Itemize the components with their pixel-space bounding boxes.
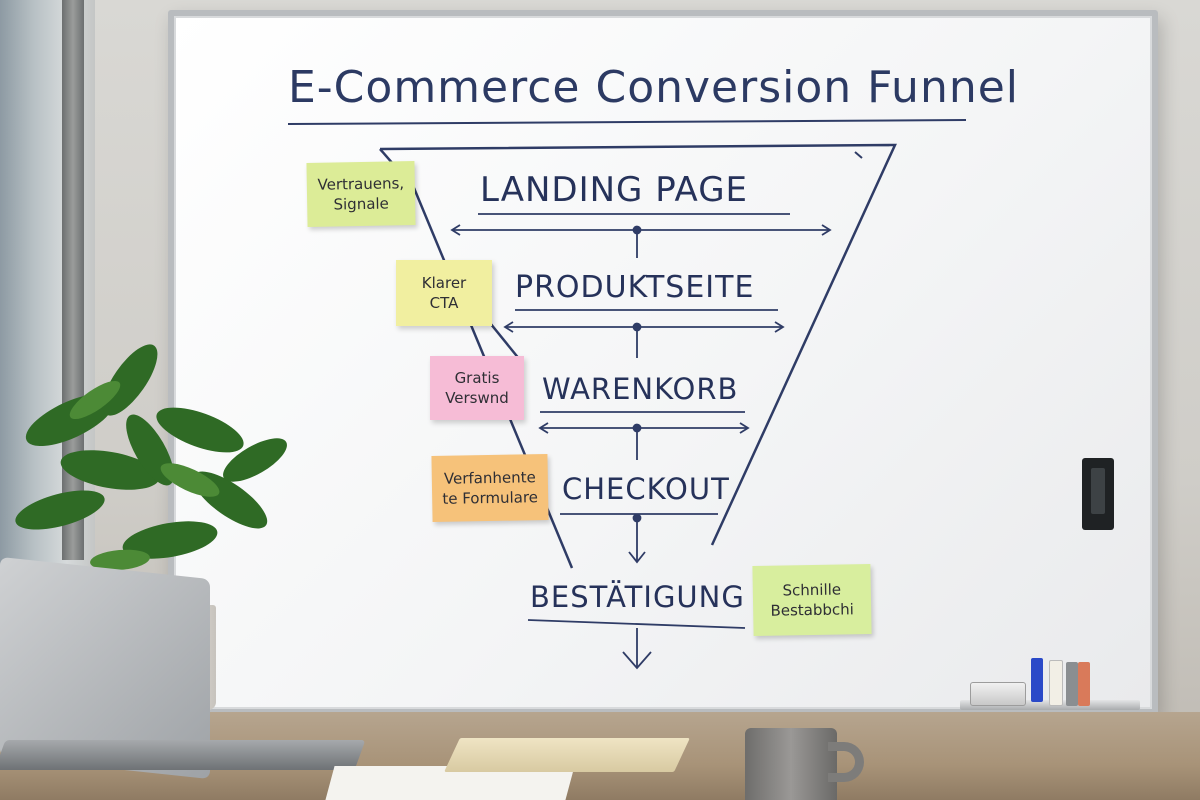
marker-blue bbox=[1031, 658, 1043, 702]
stage-produktseite: PRODUKTSEITE bbox=[515, 270, 755, 305]
sticky-note-gratis-versand: Gratis Verswnd bbox=[430, 356, 524, 420]
stage-checkout: CHECKOUT bbox=[562, 472, 730, 506]
note-line: CTA bbox=[429, 294, 459, 312]
marker-holder bbox=[1082, 458, 1114, 530]
title-underline bbox=[287, 119, 967, 125]
board-eraser bbox=[970, 682, 1026, 706]
board-title: E-Commerce Conversion Funnel bbox=[288, 62, 1020, 113]
note-line: Klarer bbox=[421, 274, 467, 292]
notebook bbox=[444, 738, 690, 772]
flow-connectors bbox=[622, 225, 652, 670]
mug-handle bbox=[828, 742, 864, 782]
note-line: Verswnd bbox=[445, 389, 509, 407]
stage-bestaetigung: BESTÄTIGUNG bbox=[530, 580, 745, 614]
sticky-note-klarer-cta: Klarer CTA bbox=[396, 260, 492, 326]
note-line: Gratis bbox=[454, 369, 500, 387]
underline-bestaetigung bbox=[527, 619, 746, 629]
coffee-mug bbox=[745, 728, 837, 800]
plant-highlights bbox=[69, 380, 220, 571]
stage-landing-page: LANDING PAGE bbox=[480, 170, 749, 210]
stage-warenkorb: WARENKORB bbox=[542, 372, 739, 406]
marker-grey bbox=[1066, 662, 1078, 706]
marker-white bbox=[1049, 660, 1063, 706]
whiteboard bbox=[168, 10, 1158, 715]
funnel-outline bbox=[379, 143, 897, 546]
plant-leaves bbox=[15, 344, 287, 559]
laptop-base bbox=[0, 740, 366, 770]
funnel-corner-mark bbox=[854, 151, 863, 159]
marker-orange bbox=[1078, 662, 1090, 706]
